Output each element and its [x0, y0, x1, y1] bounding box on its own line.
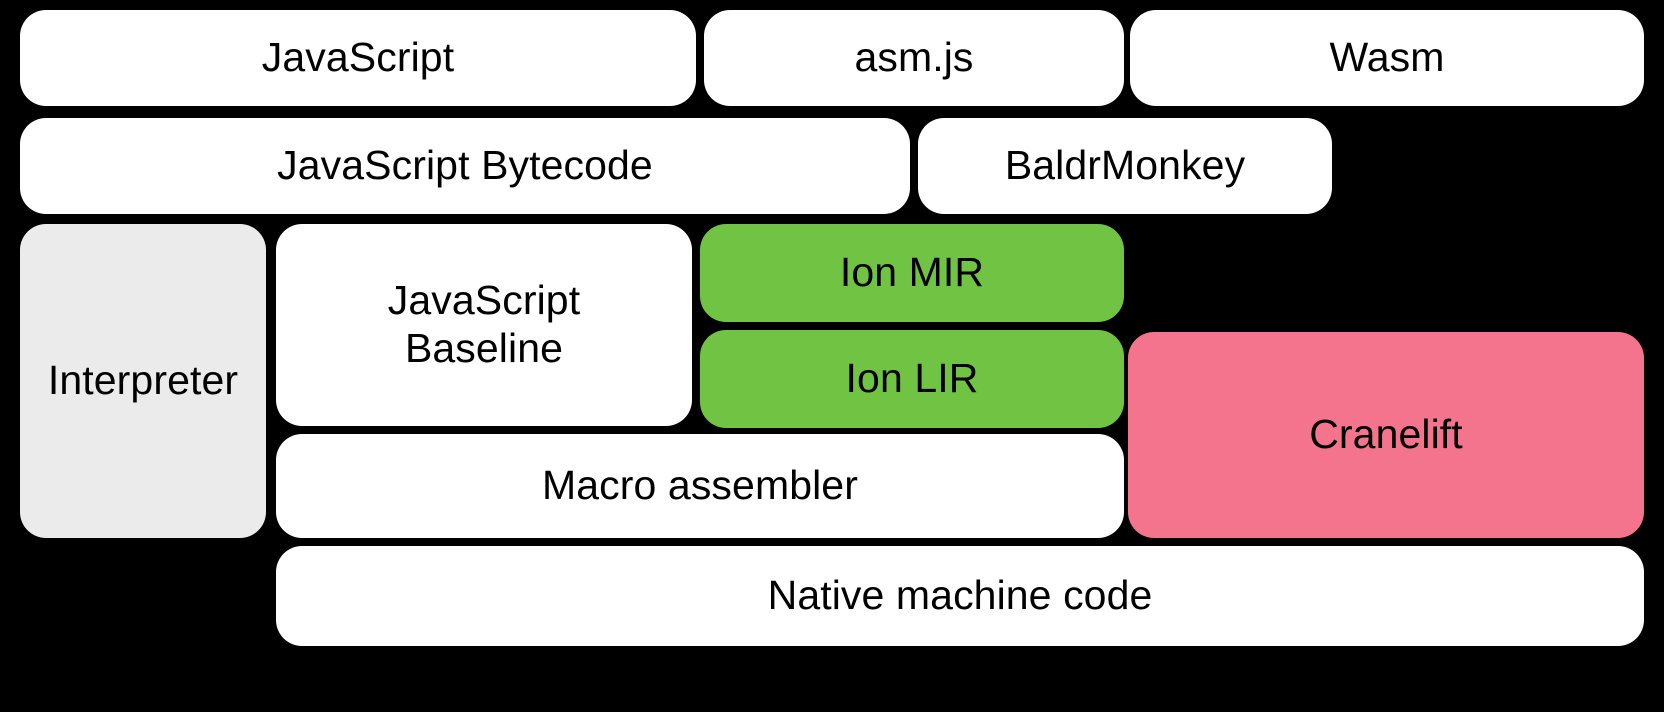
node-wasm: Wasm	[1130, 10, 1644, 106]
node-macro-assembler: Macro assembler	[276, 434, 1124, 538]
node-asm-js: asm.js	[704, 10, 1124, 106]
node-ion-lir: Ion LIR	[700, 330, 1124, 428]
node-baldrmonkey: BaldrMonkey	[918, 118, 1332, 214]
node-javascript-baseline: JavaScript Baseline	[276, 224, 692, 426]
node-native-machine-code: Native machine code	[276, 546, 1644, 646]
node-ion-mir: Ion MIR	[700, 224, 1124, 322]
node-javascript-bytecode: JavaScript Bytecode	[20, 118, 910, 214]
node-javascript: JavaScript	[20, 10, 696, 106]
node-cranelift: Cranelift	[1128, 332, 1644, 538]
node-interpreter: Interpreter	[20, 224, 266, 538]
